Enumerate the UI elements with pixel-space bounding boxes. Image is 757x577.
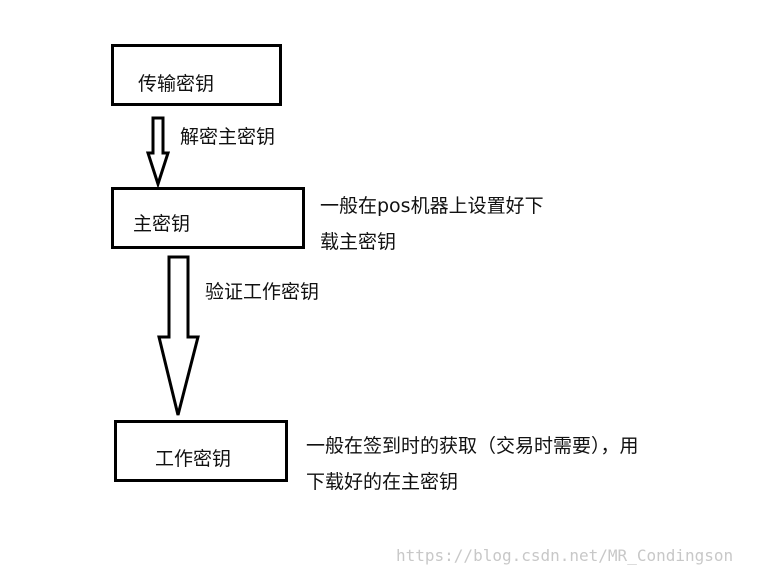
master-key-note: 一般在pos机器上设置好下 载主密钥: [320, 188, 544, 260]
master-key-label: 主密钥: [133, 213, 191, 235]
transport-key-label: 传输密钥: [138, 73, 215, 95]
master-key-note-line-2: 载主密钥: [320, 231, 397, 253]
work-key-box: [114, 420, 288, 482]
transport-key-box: [111, 44, 282, 106]
master-key-box: [111, 187, 305, 249]
work-key-note: 一般在签到时的获取（交易时需要），用 下载好的在主密钥: [306, 428, 639, 500]
verify-work-key-label: 验证工作密钥: [205, 281, 320, 303]
decrypt-master-key-label: 解密主密钥: [180, 126, 276, 148]
arrow-master-to-work: [157, 255, 200, 416]
work-key-note-line-2: 下载好的在主密钥: [306, 471, 459, 493]
watermark: https://blog.csdn.net/MR_Condingson: [396, 546, 734, 565]
work-key-label: 工作密钥: [155, 448, 232, 470]
work-key-note-line-1: 一般在签到时的获取（交易时需要），用: [306, 435, 639, 457]
master-key-note-line-1: 一般在pos机器上设置好下: [320, 195, 544, 217]
arrow-transport-to-master: [145, 116, 171, 189]
